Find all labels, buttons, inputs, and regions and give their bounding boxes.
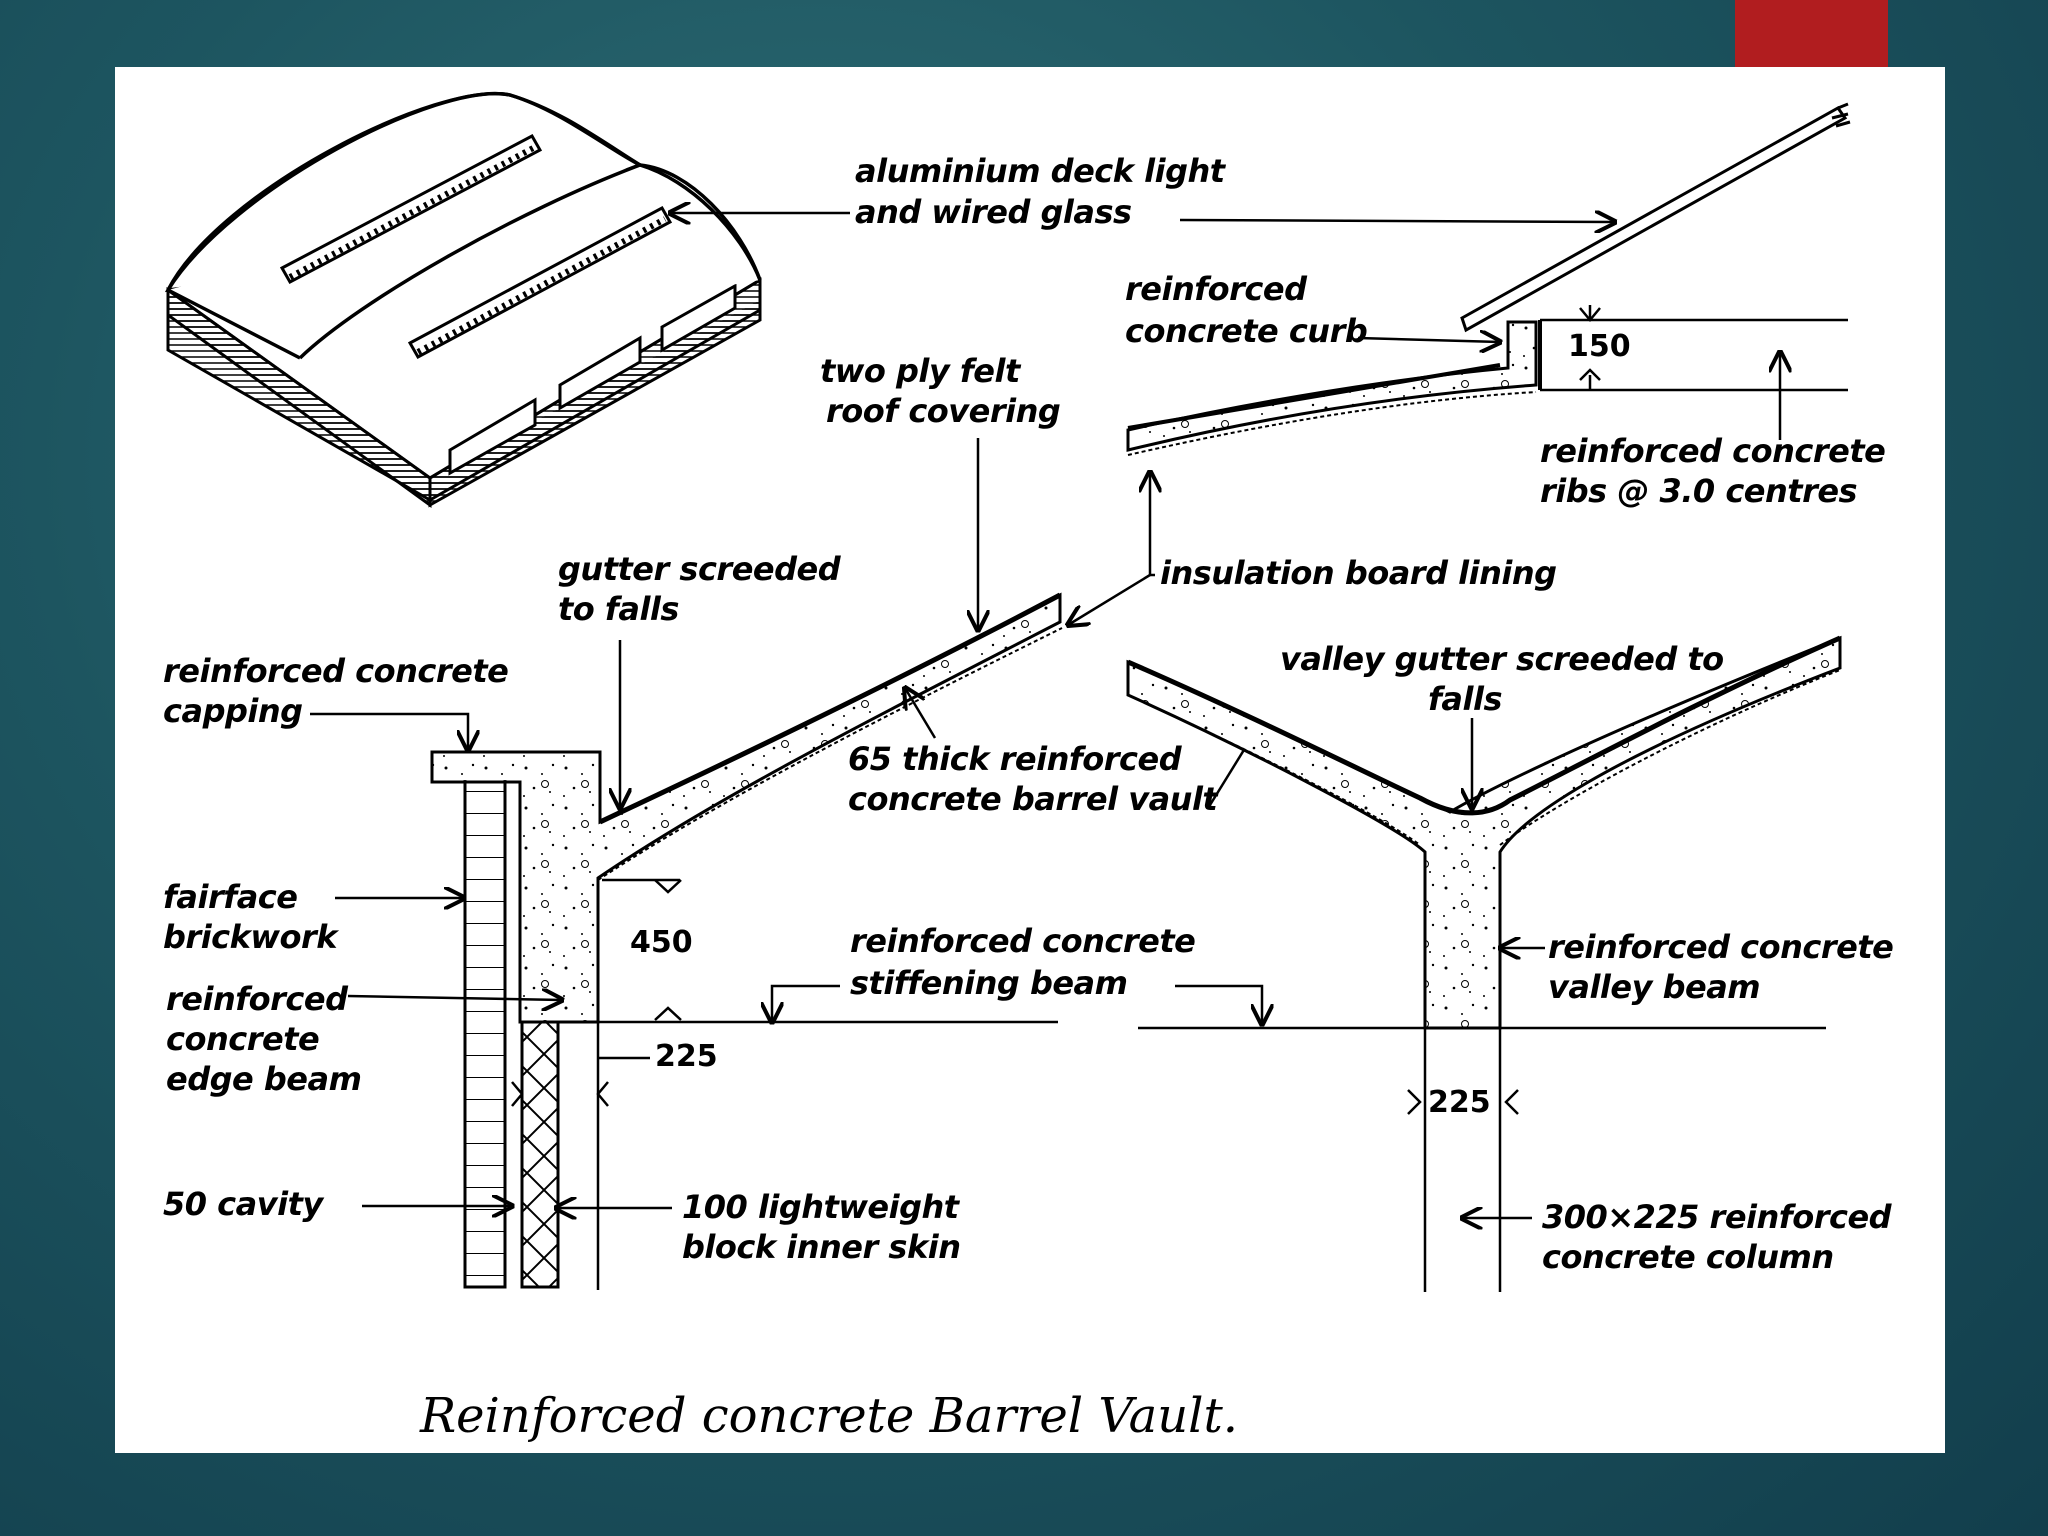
felt-label-2: roof covering: [826, 392, 1060, 430]
felt-label-1: two ply felt: [820, 352, 1022, 390]
valley-gutter-label-1: valley gutter screeded to: [1280, 640, 1724, 678]
dim-150: 150: [1568, 329, 1631, 364]
vault-label-1: 65 thick reinforced: [848, 740, 1183, 778]
block-label-2: block inner skin: [682, 1228, 960, 1266]
isometric-roof-sketch: [164, 91, 762, 508]
block-label-1: 100 lightweight: [682, 1188, 961, 1226]
deck-light-leader-right: [1179, 220, 1615, 222]
dim-225-column: 225: [1428, 1085, 1491, 1120]
vault-leader-left: [905, 688, 937, 739]
edge-leader: [347, 996, 562, 1000]
valley-beam-label-1: reinforced concrete: [1548, 928, 1893, 966]
edge-label-2: concrete: [166, 1020, 319, 1058]
brick-label-2: brickwork: [163, 918, 339, 956]
ribs-label-1: reinforced concrete: [1540, 432, 1885, 470]
stiff-leader-right: [1175, 984, 1262, 1024]
gutter-label-2: to falls: [558, 590, 679, 628]
valley-beam-detail: [1126, 635, 1842, 1292]
insulation-label: insulation board lining: [1160, 554, 1557, 592]
gutter-label-1: gutter screeded: [558, 550, 842, 588]
capping-leader: [310, 712, 468, 750]
dim-450-ticks: [654, 879, 682, 1021]
ribs-label-2: ribs @ 3.0 centres: [1540, 472, 1857, 510]
dim-225-column-ticks: [1407, 1089, 1519, 1115]
insulation-leader-down: [1068, 573, 1151, 625]
column-label-1: 300×225 reinforced: [1542, 1198, 1893, 1236]
curb-leader: [1357, 338, 1500, 342]
capping-label-1: reinforced concrete: [163, 652, 508, 690]
stiff-label-1: reinforced concrete: [850, 922, 1195, 960]
brick-label-1: fairface: [163, 878, 297, 916]
valley-gutter-label-2: falls: [1428, 680, 1502, 718]
vault-label-2: concrete barrel vault: [848, 780, 1219, 818]
dim-150-ticks: [1579, 307, 1601, 381]
deck-light-label-2: and wired glass: [855, 193, 1132, 231]
diagram-title: Reinforced concrete Barrel Vault.: [419, 1388, 1238, 1444]
stiff-leader-left: [772, 984, 840, 1022]
dim-225-edge: 225: [655, 1039, 718, 1074]
curb-label-1: reinforced: [1125, 270, 1308, 308]
edge-label-3: edge beam: [166, 1060, 361, 1098]
deck-light-label-1: aluminium deck light: [855, 152, 1227, 190]
column-label-2: concrete column: [1542, 1238, 1834, 1276]
curb-label-2: concrete curb: [1125, 312, 1367, 350]
stiff-label-2: stiffening beam: [850, 964, 1127, 1002]
dim-225-edge-ticks: [511, 1081, 609, 1107]
capping-label-2: capping: [163, 692, 303, 730]
cavity-label: 50 cavity: [163, 1185, 324, 1223]
valley-beam-label-2: valley beam: [1548, 968, 1760, 1006]
dim-450: 450: [630, 925, 693, 960]
edge-label-1: reinforced: [166, 980, 349, 1018]
insulation-leader-up: [1150, 472, 1155, 577]
accent-block: [1735, 0, 1888, 68]
